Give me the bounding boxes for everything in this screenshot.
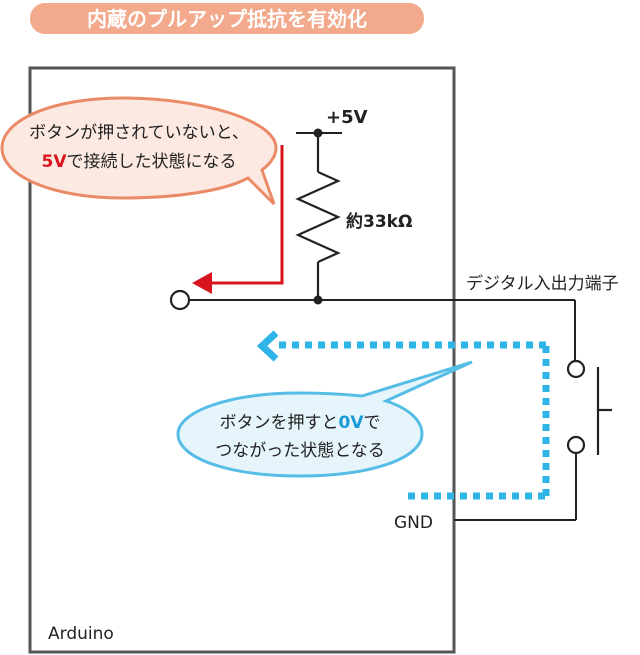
vcc-terminal: +5V bbox=[296, 107, 368, 138]
callout-blue-highlight: 0V bbox=[339, 413, 365, 433]
resistor-zigzag bbox=[295, 170, 341, 264]
resistor-label: 約33kΩ bbox=[346, 211, 412, 232]
title-banner: 内蔵のプルアップ抵抗を有効化 bbox=[30, 3, 424, 34]
callout-blue: ボタンを押すと0Vで つながった状態となる bbox=[176, 360, 473, 478]
switch-contact-top bbox=[566, 359, 586, 379]
callout-blue-line1-pre: ボタンを押すと bbox=[220, 413, 339, 433]
input-pin-terminal bbox=[169, 289, 191, 311]
switch-contact-bottom bbox=[566, 435, 586, 455]
callout-blue-line1-post: で bbox=[364, 413, 381, 433]
callout-red: ボタンが押されていないと、 5Vで接続した状態になる bbox=[0, 96, 278, 206]
gnd-label: GND bbox=[394, 513, 433, 533]
callout-blue-bubble bbox=[176, 360, 473, 478]
red-arrow-head bbox=[192, 272, 212, 294]
red-arrow-line bbox=[206, 145, 284, 285]
callout-red-line2: 5Vで接続した状態になる bbox=[42, 152, 237, 172]
callout-red-line2-rest: で接続した状態になる bbox=[67, 152, 237, 172]
callout-blue-line2: つながった状態となる bbox=[215, 441, 385, 461]
pin-wire bbox=[190, 299, 576, 362]
callout-blue-line1: ボタンを押すと0Vで bbox=[220, 413, 381, 433]
callout-red-line1: ボタンが押されていないと、 bbox=[29, 123, 249, 143]
blue-arrow-head bbox=[256, 330, 279, 362]
callout-red-highlight: 5V bbox=[42, 152, 68, 172]
arduino-label: Arduino bbox=[48, 624, 114, 644]
red-current-arrow bbox=[192, 145, 284, 294]
callout-red-bubble bbox=[0, 96, 278, 206]
pin-junction-node bbox=[313, 295, 323, 305]
push-button-switch bbox=[566, 359, 612, 455]
pullup-resistor bbox=[295, 133, 341, 300]
arduino-board bbox=[28, 66, 456, 654]
vcc-label: +5V bbox=[326, 107, 368, 128]
title-background bbox=[30, 3, 424, 34]
pin-label: デジタル入出力端子 bbox=[466, 273, 619, 294]
gnd-wire bbox=[454, 453, 577, 521]
blue-current-path bbox=[278, 341, 550, 500]
title-text: 内蔵のプルアップ抵抗を有効化 bbox=[87, 7, 367, 31]
